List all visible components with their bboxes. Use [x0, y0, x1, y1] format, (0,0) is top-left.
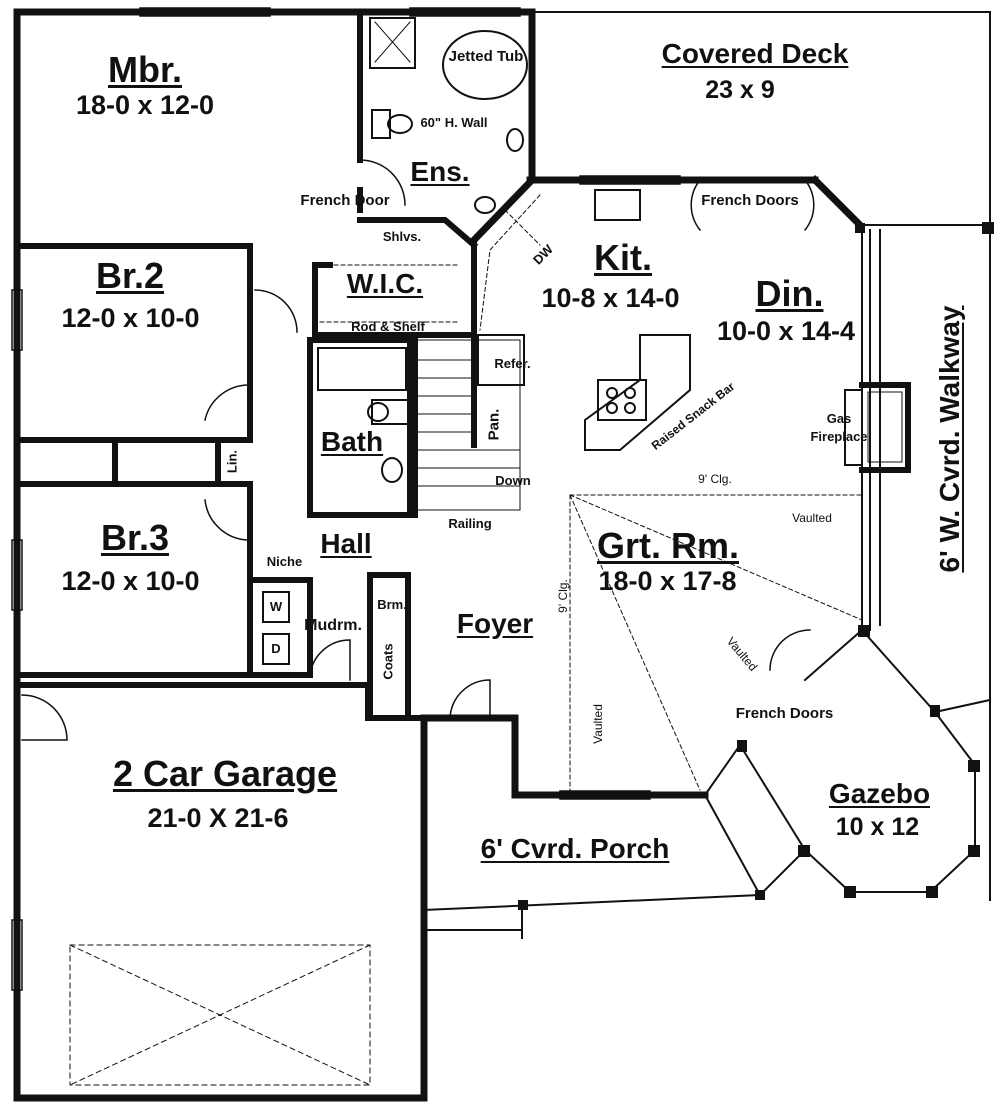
note-dryer: D — [271, 641, 281, 656]
note-9-clg-side: 9' Clg. — [556, 579, 570, 613]
door-swings — [21, 159, 815, 741]
room-name-deck: Covered Deck — [661, 38, 849, 69]
exterior-walls — [13, 8, 865, 1102]
room-dims-br3: 12-0 x 10-0 — [61, 566, 200, 596]
note-brm: Brm. — [377, 597, 407, 612]
room-name-br2: Br.2 — [95, 255, 165, 296]
note-jetted-tub: Jetted Tub — [448, 48, 524, 65]
room-name-bath: Bath — [320, 426, 384, 457]
note-french-doors-grt: French Doors — [735, 705, 834, 722]
note-refer: Refer. — [494, 356, 531, 371]
room-dims-mbr: 18-0 x 12-0 — [75, 90, 215, 120]
room-name-grt: Grt. Rm. — [596, 525, 739, 566]
room-dims-deck: 23 x 9 — [705, 76, 775, 104]
room-name-din: Din. — [755, 273, 824, 314]
note-washer: W — [269, 599, 283, 614]
note-60-wall: 60" H. Wall — [420, 115, 488, 130]
note-french-doors-din: French Doors — [701, 192, 799, 209]
room-name-foyer: Foyer — [456, 608, 534, 639]
room-name-gazebo: Gazebo — [828, 778, 931, 809]
note-lin: Lin. — [224, 449, 240, 474]
note-down: Down — [495, 473, 531, 488]
room-name-ens: Ens. — [410, 156, 470, 187]
room-dims-garage: 21-0 X 21-6 — [147, 803, 289, 833]
note-rod-shelf: Rod & Shelf — [351, 319, 425, 334]
note-niche: Niche — [266, 554, 303, 569]
note-french-door: French Door — [300, 192, 390, 209]
windows — [11, 7, 681, 991]
note-gas-fireplace: Gas Fireplace — [810, 411, 868, 445]
room-dims-din: 10-0 x 14-4 — [716, 316, 856, 346]
garage-door — [69, 944, 371, 1086]
note-coats: Coats — [380, 643, 396, 680]
room-name-porch: 6' Cvrd. Porch — [480, 833, 670, 864]
room-name-garage: 2 Car Garage — [112, 753, 338, 794]
room-dims-grt: 18-0 x 17-8 — [598, 566, 737, 596]
note-9-clg-top: 9' Clg. — [698, 472, 732, 486]
posts — [518, 222, 994, 910]
outline-thin — [422, 11, 992, 939]
interior-walls — [14, 9, 911, 721]
room-name-walkway: 6' W. Cvrd. Walkway — [934, 305, 965, 573]
note-vaulted-3: Vaulted — [591, 704, 605, 744]
fixtures — [262, 17, 903, 665]
room-name-hall: Hall — [320, 528, 372, 559]
note-shlvs: Shlvs. — [382, 229, 422, 244]
room-name-br3: Br.3 — [100, 517, 170, 558]
room-dims-gazebo: 10 x 12 — [835, 813, 920, 841]
note-railing: Railing — [448, 516, 492, 531]
room-dims-br2: 12-0 x 10-0 — [61, 303, 200, 333]
room-dims-kit: 10-8 x 14-0 — [541, 283, 680, 313]
room-name-mbr: Mbr. — [107, 49, 182, 90]
room-name-wic: W.I.C. — [346, 268, 424, 299]
room-name-kit: Kit. — [594, 237, 652, 278]
note-vaulted-1: Vaulted — [792, 511, 832, 525]
stairs — [414, 339, 521, 511]
note-pan: Pan. — [485, 408, 503, 441]
room-name-mudrm: Mudrm. — [304, 617, 362, 634]
dashed-lines — [319, 194, 863, 791]
